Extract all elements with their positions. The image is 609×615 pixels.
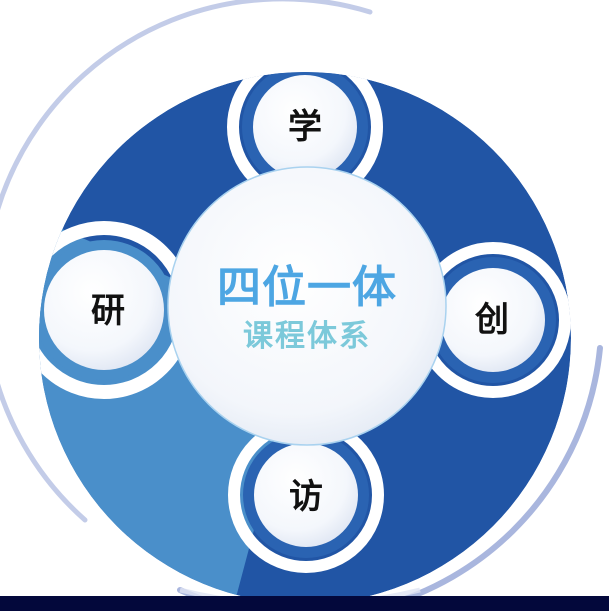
node-right-ball xyxy=(441,268,545,372)
bottom-bar xyxy=(0,596,609,611)
node-top-ball xyxy=(253,75,357,179)
node-label-learn: 学 xyxy=(288,107,322,147)
node-left-ball xyxy=(44,250,164,370)
node-label-visit: 访 xyxy=(289,477,323,517)
node-bottom-ball xyxy=(254,443,358,547)
center-subtitle: 课程体系 xyxy=(243,319,371,354)
center-title: 四位一体 xyxy=(217,262,397,313)
node-label-create: 创 xyxy=(475,300,509,340)
node-label-research: 研 xyxy=(91,291,125,331)
center-ball xyxy=(167,166,447,446)
